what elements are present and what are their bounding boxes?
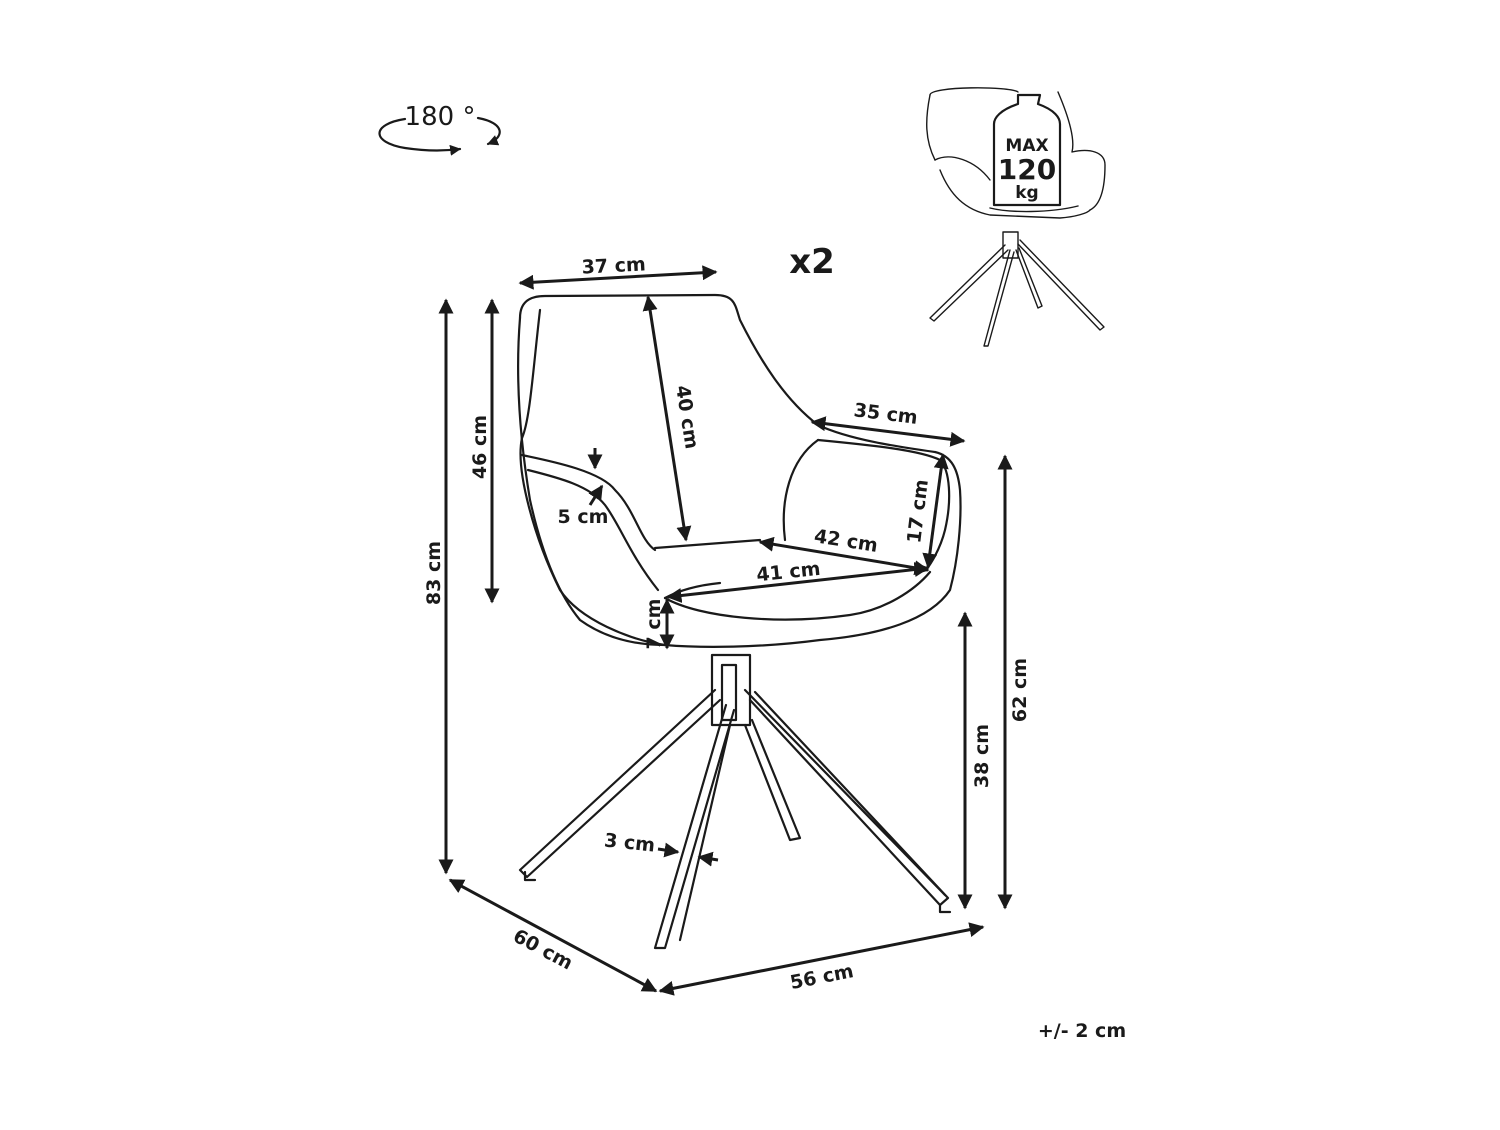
label-tolerance: +/- 2 cm <box>1038 1020 1126 1042</box>
label-seat-floor-height: 38 cm <box>971 724 993 788</box>
label-leg-width: 3 cm <box>603 829 656 856</box>
label-depth: 60 cm <box>509 925 576 975</box>
chair-outline <box>516 293 962 950</box>
label-backrest-height: 40 cm <box>671 384 703 451</box>
label-armrest-depth: 35 cm <box>853 399 919 429</box>
label-back-height: 46 cm <box>469 415 491 479</box>
max-load-icon: MAX 120 kg <box>926 87 1106 347</box>
label-total-height: 83 cm <box>423 541 445 605</box>
label-backrest-width: 37 cm <box>581 253 646 278</box>
max-label: MAX <box>1005 136 1048 156</box>
label-armrest-thickness: 5 cm <box>558 506 609 528</box>
max-weight-value: 120 <box>998 153 1056 186</box>
quantity-label: x2 <box>789 242 835 282</box>
dimension-lines <box>438 265 1013 996</box>
rotation-icon: 180 ° <box>378 102 501 156</box>
label-width: 56 cm <box>788 960 855 994</box>
rotation-label: 180 ° <box>405 102 476 132</box>
label-seat-thickness: 7 cm <box>643 599 665 650</box>
max-weight-unit: kg <box>1015 183 1038 203</box>
label-armrest-height: 17 cm <box>903 478 933 544</box>
label-armrest-floor-height: 62 cm <box>1009 658 1031 722</box>
